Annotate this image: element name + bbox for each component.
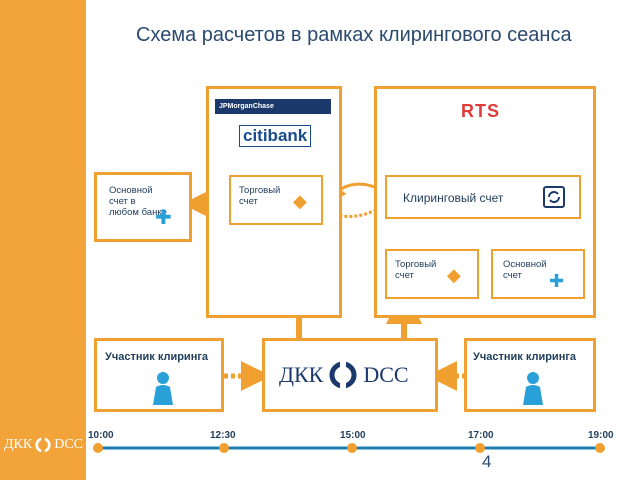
label-participant-right: Участник клиринга <box>473 351 577 363</box>
money-icon: ✚ <box>155 207 172 229</box>
logo-dcc: DCC <box>363 362 409 387</box>
timeline-marker-1 <box>93 443 103 453</box>
label-trading-account-rts: Торговый счет <box>395 259 437 281</box>
left-sidebar <box>0 0 86 480</box>
dkk-ring-icon <box>329 359 357 391</box>
timeline-label-5: 19:00 <box>588 430 614 441</box>
timeline-marker-4 <box>475 443 485 453</box>
timeline-marker-5 <box>595 443 605 453</box>
box-main-account-any-bank: Основной счет в любом банке ✚ <box>94 172 192 242</box>
timeline-marker-2 <box>219 443 229 453</box>
label-participant-left: Участник клиринга <box>105 351 209 363</box>
label-main-account-any-bank: Основной счет в любом банке <box>109 185 167 218</box>
logo-rts: RTS <box>461 101 500 121</box>
box-trading-account-rts: Торговый счет ◆ <box>385 249 479 299</box>
box-trading-account-bank: Торговый счет ◆ <box>229 175 323 225</box>
box-participant-left: Участник клиринга <box>94 338 224 412</box>
box-dkk-dcc: ДКК DCC <box>262 338 438 412</box>
logo-citibank: citibank <box>239 125 312 147</box>
logo-jpmorgan: JPMorganChase <box>215 99 331 114</box>
money-icon-rts: ✚ <box>549 271 565 291</box>
bank-column: JPMorganChase citibank Торговый счет ◆ <box>206 86 342 318</box>
label-clearing-account: Клиринговый счет <box>403 191 504 205</box>
sidebar-logo: ДКК DCC <box>4 436 83 454</box>
timeline-label-4: 17:00 <box>468 430 494 441</box>
label-main-account-rts: Основной счет <box>503 259 547 281</box>
rts-column: RTS Клиринговый счет Торговый счет ◆ Осн… <box>374 86 596 318</box>
timeline-label-2: 12:30 <box>210 430 236 441</box>
timeline-markers <box>93 443 605 453</box>
logo-dkk: ДКК <box>279 362 324 387</box>
exchange-icon: ◆ <box>293 191 307 211</box>
person-icon-right <box>523 372 543 405</box>
sidebar-logo-ring-icon <box>35 436 51 454</box>
exchange-icon-rts: ◆ <box>447 265 461 285</box>
clearing-icon <box>543 186 565 208</box>
timeline-label-1: 10:00 <box>88 430 114 441</box>
person-icon <box>153 372 173 405</box>
page-number: 4 <box>482 452 492 471</box>
box-participant-right: Участник клиринга <box>464 338 596 412</box>
sidebar-logo-dcc: DCC <box>54 437 84 452</box>
box-main-account-rts: Основной счет ✚ <box>491 249 585 299</box>
page-title: Схема расчетов в рамках клирингового сеа… <box>136 24 572 46</box>
dkk-dcc-logo: ДКК DCC <box>279 359 409 391</box>
sidebar-logo-dkk: ДКК <box>4 437 33 452</box>
box-clearing-account: Клиринговый счет <box>385 175 581 219</box>
timeline-label-3: 15:00 <box>340 430 366 441</box>
label-trading-account-bank: Торговый счет <box>239 185 281 207</box>
timeline-marker-3 <box>347 443 357 453</box>
